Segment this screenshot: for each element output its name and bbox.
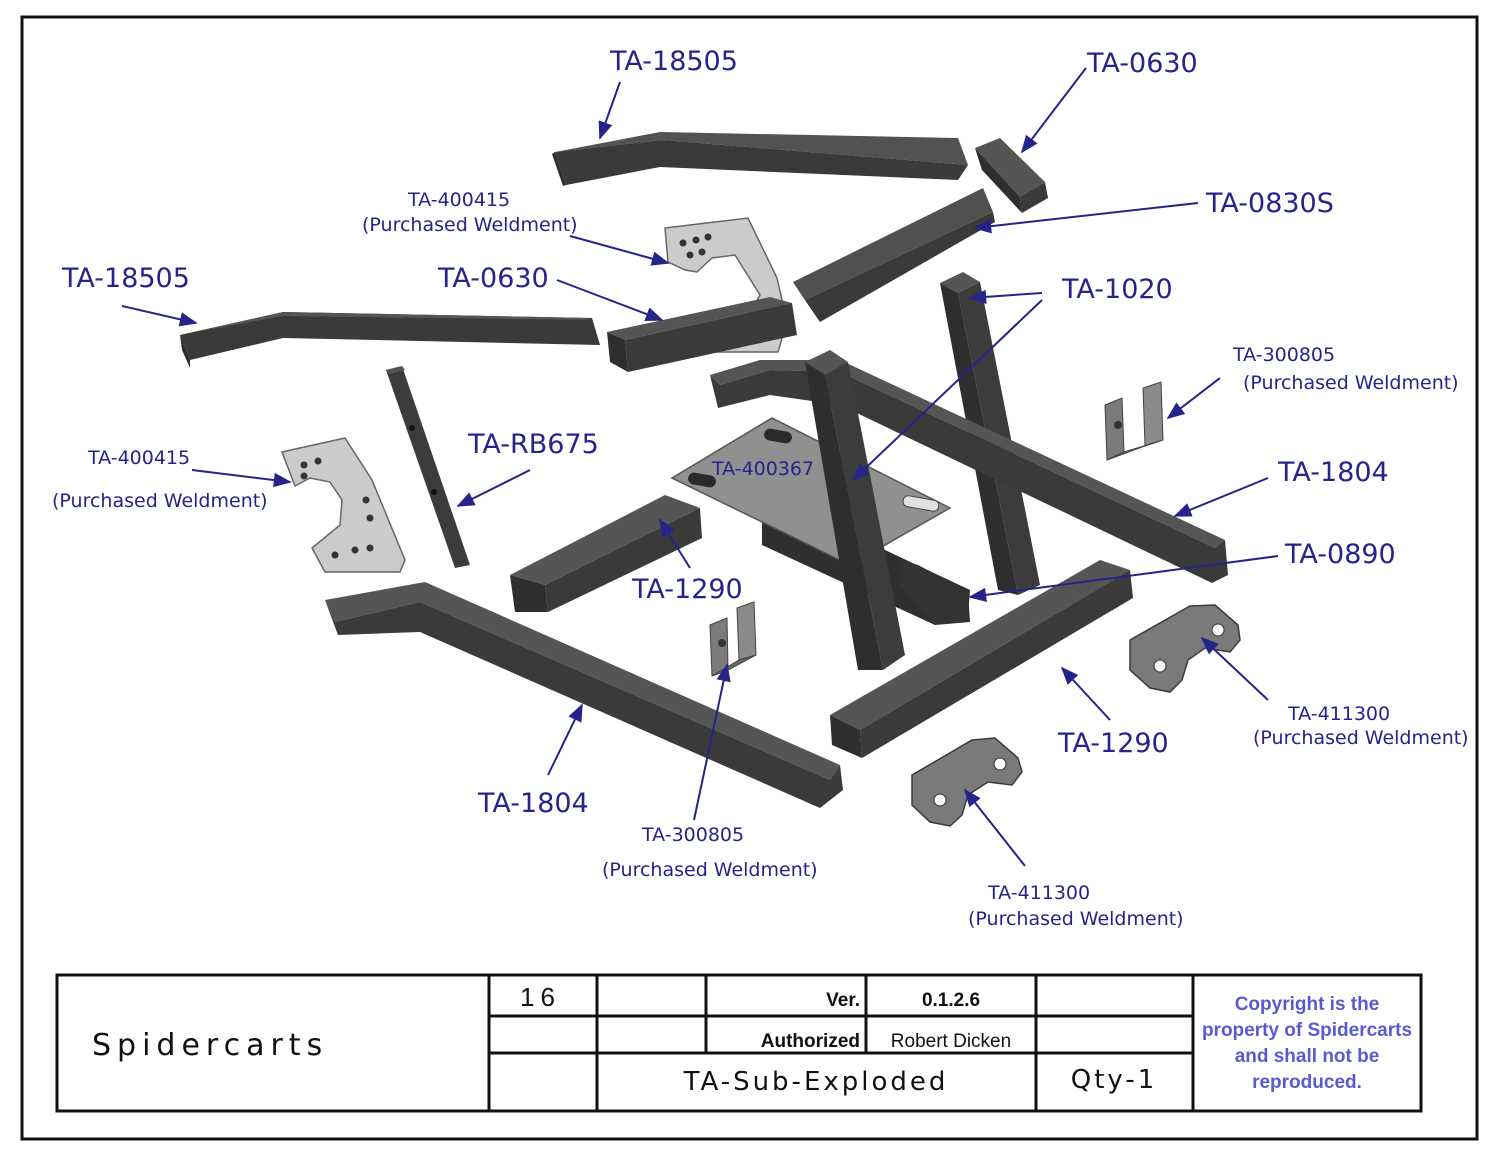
- label-member-1290-left: TA-1290: [631, 574, 743, 605]
- label-top-rail: TA-18505: [609, 46, 738, 77]
- label-hinge-right-code: TA-411300: [1287, 703, 1390, 725]
- label-mid-block: TA-0630: [437, 263, 549, 294]
- label-plate-left-code: TA-400415: [87, 447, 190, 469]
- part-hinge-right: [1129, 604, 1241, 693]
- sheet-number: 16: [520, 982, 561, 1012]
- copyright-line-1: Copyright is the: [1235, 994, 1380, 1015]
- label-left-rail: TA-18505: [61, 263, 190, 294]
- quantity: Qty-1: [1071, 1065, 1158, 1095]
- version-label: Ver.: [826, 990, 860, 1011]
- label-hinge-bottom-note: (Purchased Weldment): [968, 908, 1184, 930]
- label-hinge-bottom-code: TA-411300: [987, 882, 1090, 904]
- label-cross-0890: TA-0890: [1284, 539, 1396, 570]
- label-plate-left-note: (Purchased Weldment): [52, 490, 268, 512]
- leader-lines: [121, 67, 1279, 867]
- part-hinge-bottom: [911, 737, 1023, 827]
- part-bracket-right: [1104, 381, 1164, 461]
- part-left-rail: [180, 312, 600, 368]
- drawing-title: TA-Sub-Exploded: [683, 1067, 949, 1097]
- authorized-value: Robert Dicken: [891, 1031, 1011, 1052]
- part-post-front: [805, 350, 905, 670]
- part-top-rail: [552, 132, 968, 186]
- copyright-line-2: property of Spidercarts: [1202, 1020, 1412, 1041]
- part-member-1290-right: [830, 560, 1133, 758]
- parts-group: [180, 132, 1241, 827]
- authorized-label: Authorized: [761, 1031, 860, 1052]
- label-plate-top-note: (Purchased Weldment): [362, 214, 578, 236]
- part-mid-block: [607, 297, 797, 372]
- label-center-plate: TA-400367: [711, 458, 814, 480]
- part-cross-0890: [900, 560, 970, 625]
- title-block: Spidercarts 16 Ver. 0.1.2.6 Authorized R…: [55, 973, 1423, 1113]
- label-plate-top-code: TA-400415: [407, 189, 510, 211]
- label-post-1020: TA-1020: [1061, 274, 1173, 305]
- label-hinge-right-note: (Purchased Weldment): [1253, 727, 1469, 749]
- label-cross-0830s: TA-0830S: [1205, 188, 1334, 219]
- part-right-rail: [710, 360, 1228, 583]
- part-plate-left: [280, 437, 406, 573]
- part-top-block: [975, 138, 1048, 213]
- part-labels: TA-18505 TA-0630 TA-0830S TA-400415 (Pur…: [52, 46, 1469, 930]
- part-bar-rb675: [386, 366, 470, 568]
- label-bracket-right-code: TA-300805: [1232, 344, 1335, 366]
- copyright-line-3: and shall not be: [1235, 1046, 1380, 1067]
- drawing-border: [20, 15, 1479, 1141]
- label-bar-rb675: TA-RB675: [467, 429, 599, 460]
- label-bracket-bottom-note: (Purchased Weldment): [602, 859, 818, 881]
- label-member-1290-right: TA-1290: [1057, 728, 1169, 759]
- company-name: Spidercarts: [92, 1028, 328, 1063]
- label-right-rail: TA-1804: [1277, 457, 1389, 488]
- version-value: 0.1.2.6: [922, 990, 980, 1011]
- label-bottom-rail: TA-1804: [477, 788, 589, 819]
- part-bracket-bottom: [709, 601, 757, 677]
- label-bracket-bottom-code: TA-300805: [641, 824, 744, 846]
- label-bracket-right-note: (Purchased Weldment): [1243, 372, 1459, 394]
- label-top-block: TA-0630: [1086, 48, 1198, 79]
- part-cross-0830s: [793, 188, 995, 322]
- copyright-line-4: reproduced.: [1252, 1072, 1362, 1093]
- part-bottom-rail: [325, 582, 843, 808]
